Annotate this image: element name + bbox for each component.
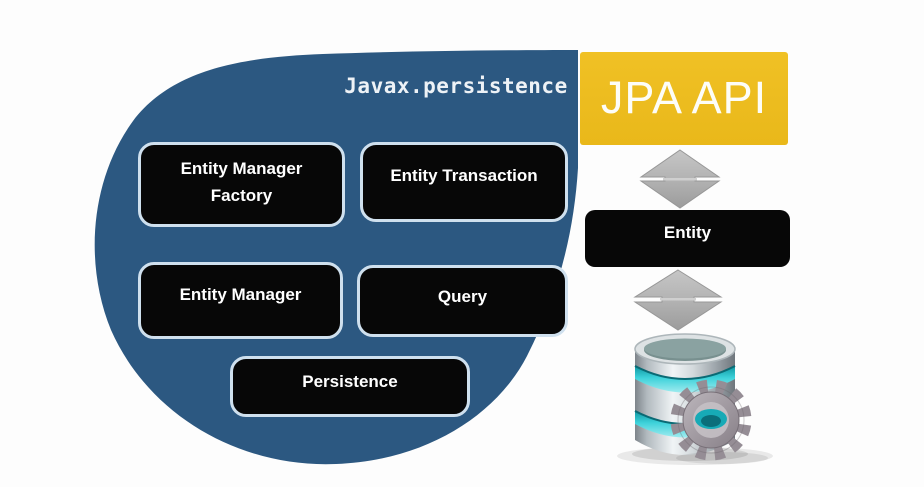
- entity-manager-factory-box: Entity Manager Factory: [138, 142, 345, 227]
- gear-icon: [670, 379, 768, 464]
- entity-manager-box: Entity Manager: [138, 262, 343, 339]
- jpa-api-header: JPA API: [580, 52, 788, 145]
- database-icon: [617, 333, 773, 465]
- jpa-entity-arrow-icon: [639, 149, 721, 209]
- entity-db-arrow-icon: [633, 269, 723, 331]
- query-box: Query: [357, 265, 568, 337]
- entity-transaction-box: Entity Transaction: [360, 142, 568, 222]
- persistence-box: Persistence: [230, 356, 470, 417]
- entity-manager-factory-line2: Factory: [210, 185, 273, 205]
- entity-box: Entity: [585, 210, 790, 267]
- entity-manager-factory-line1: Entity Manager: [180, 159, 303, 179]
- package-title: Javax.persistence: [344, 74, 568, 98]
